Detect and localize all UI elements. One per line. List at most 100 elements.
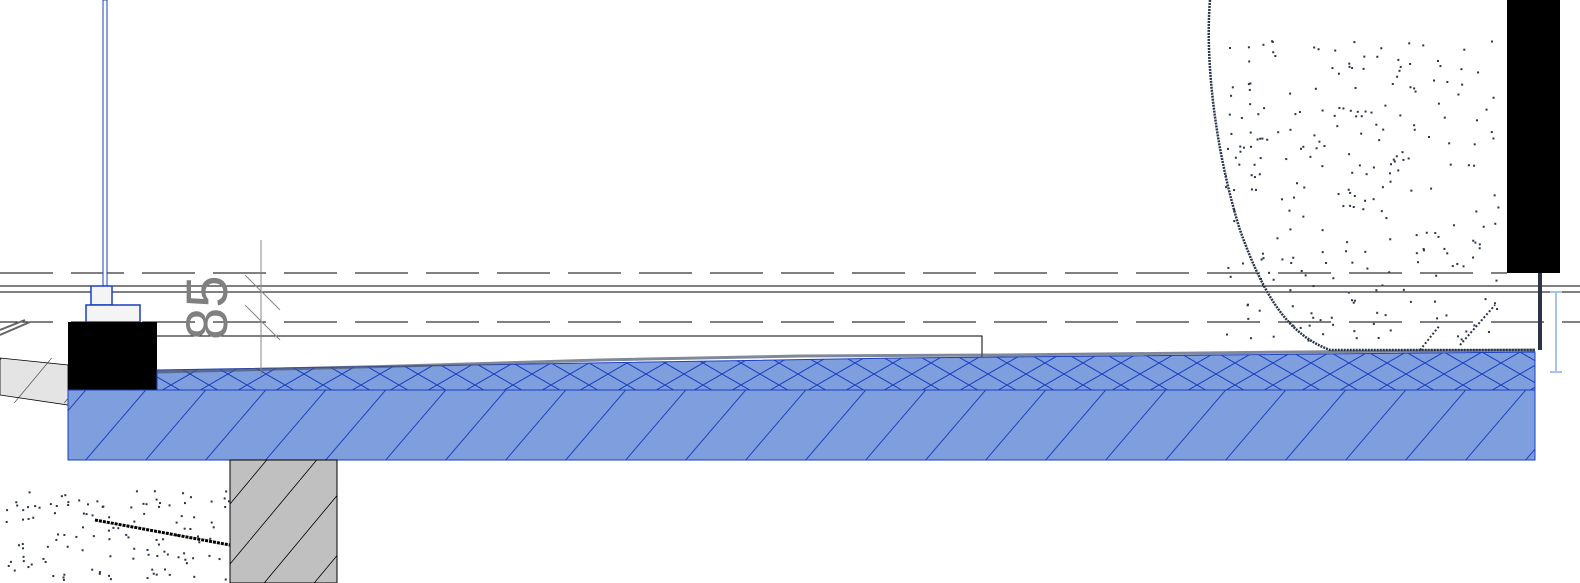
- right-wall-element[interactable]: [1507, 0, 1560, 273]
- point: [1372, 198, 1375, 201]
- point: [1389, 238, 1392, 241]
- selection-handle[interactable]: [1550, 291, 1562, 373]
- point: [107, 529, 110, 532]
- point: [1318, 140, 1321, 143]
- dimension-label[interactable]: 85: [175, 275, 240, 340]
- point: [1360, 115, 1363, 118]
- point: [108, 574, 111, 577]
- point: [1352, 301, 1355, 304]
- point: [1242, 146, 1245, 149]
- point: [1323, 145, 1326, 148]
- point: [9, 560, 12, 563]
- point: [1460, 68, 1463, 71]
- point: [28, 491, 31, 494]
- point: [175, 521, 178, 524]
- point: [146, 548, 149, 551]
- point: [53, 512, 56, 515]
- point: [1300, 147, 1303, 150]
- point: [1402, 158, 1405, 161]
- point: [1493, 194, 1496, 197]
- point: [147, 553, 150, 556]
- point: [1422, 249, 1425, 252]
- point: [1331, 67, 1334, 70]
- point: [142, 502, 145, 505]
- point: [1349, 109, 1352, 112]
- point: [101, 505, 104, 508]
- point: [1492, 137, 1495, 140]
- point: [57, 533, 60, 536]
- point: [1364, 199, 1367, 202]
- point: [1313, 134, 1316, 137]
- vertical-mullion[interactable]: [102, 0, 108, 287]
- point: [16, 504, 19, 507]
- point: [1372, 322, 1375, 325]
- point: [1250, 174, 1253, 177]
- point: [1377, 336, 1380, 339]
- sill-piece[interactable]: [90, 285, 113, 306]
- point: [1321, 229, 1324, 232]
- point: [189, 496, 192, 499]
- curb-block[interactable]: [68, 322, 157, 390]
- point: [1460, 338, 1463, 341]
- point: [1248, 60, 1251, 63]
- point: [1443, 116, 1446, 119]
- point: [15, 501, 18, 504]
- point: [1249, 103, 1252, 106]
- point: [125, 533, 128, 536]
- point: [1430, 187, 1433, 190]
- point: [1395, 155, 1398, 158]
- point: [151, 568, 154, 571]
- point: [1312, 316, 1315, 319]
- point: [82, 526, 85, 529]
- point: [1299, 326, 1302, 329]
- point: [1234, 156, 1237, 159]
- point: [91, 514, 94, 517]
- point: [1321, 165, 1324, 168]
- point: [1472, 239, 1475, 242]
- point: [1292, 256, 1295, 259]
- sill-base[interactable]: [85, 304, 141, 323]
- point: [1345, 250, 1348, 253]
- point: [176, 534, 179, 537]
- point: [224, 505, 227, 508]
- point: [82, 512, 85, 515]
- point: [1239, 145, 1242, 148]
- point: [1260, 277, 1263, 280]
- point: [1366, 267, 1369, 270]
- point: [67, 501, 70, 504]
- point: [1380, 210, 1383, 213]
- point: [1494, 302, 1497, 305]
- point: [1285, 158, 1288, 161]
- point: [1477, 71, 1480, 74]
- point: [198, 541, 201, 544]
- point: [1226, 147, 1229, 150]
- point: [1238, 163, 1241, 166]
- point-cloud-scatter: [5, 40, 1500, 581]
- point: [1266, 138, 1269, 141]
- point: [5, 520, 8, 523]
- point: [1272, 51, 1275, 54]
- point: [163, 550, 166, 553]
- point: [158, 505, 161, 508]
- point: [1289, 289, 1292, 292]
- point: [1281, 198, 1284, 201]
- point: [1417, 261, 1420, 264]
- point: [32, 516, 35, 519]
- point: [1389, 172, 1392, 175]
- point: [1397, 169, 1400, 172]
- point: [27, 506, 30, 509]
- point: [145, 503, 148, 506]
- point: [1281, 258, 1284, 261]
- point: [117, 527, 120, 530]
- point: [153, 490, 156, 493]
- point: [127, 536, 130, 539]
- point: [55, 504, 58, 507]
- point: [1496, 308, 1499, 311]
- point: [1290, 261, 1293, 264]
- point: [1482, 225, 1485, 228]
- point: [159, 502, 162, 505]
- point: [1422, 248, 1425, 251]
- point: [1272, 335, 1275, 338]
- point: [189, 527, 192, 530]
